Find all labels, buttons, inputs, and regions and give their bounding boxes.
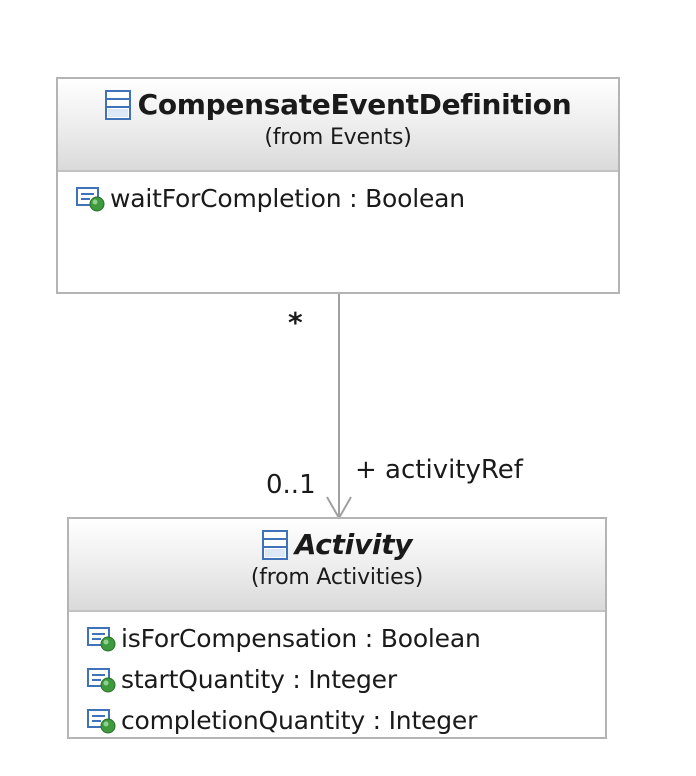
attribute-icon	[87, 707, 117, 735]
attribute-icon	[87, 625, 117, 653]
class-header: Activity (from Activities)	[69, 519, 605, 612]
target-multiplicity: 0..1	[266, 470, 316, 500]
attribute-row[interactable]: waitForCompletion : Boolean	[76, 178, 618, 219]
attribute-icon	[76, 185, 106, 213]
class-stereotype: (from Events)	[264, 125, 412, 150]
attribute-row[interactable]: isForCompensation : Boolean	[87, 618, 605, 659]
class-stereotype: (from Activities)	[250, 565, 424, 590]
class-activity[interactable]: Activity (from Activities) isForCompensa…	[67, 517, 607, 739]
attribute-compartment: waitForCompletion : Boolean	[58, 172, 618, 219]
class-name: Activity	[294, 528, 413, 561]
class-icon	[104, 89, 131, 120]
source-multiplicity: *	[288, 306, 303, 339]
class-icon	[261, 529, 288, 560]
attribute-label: completionQuantity : Integer	[121, 706, 478, 735]
class-compensate-event-definition[interactable]: CompensateEventDefinition (from Events) …	[56, 77, 620, 294]
class-header: CompensateEventDefinition (from Events)	[58, 79, 618, 172]
attribute-row[interactable]: completionQuantity : Integer	[87, 700, 605, 741]
target-role-label: + activityRef	[355, 455, 523, 485]
attribute-label: startQuantity : Integer	[121, 665, 397, 694]
attribute-compartment: isForCompensation : Boolean startQuantit…	[69, 612, 605, 741]
class-name: CompensateEventDefinition	[137, 88, 572, 121]
attribute-icon	[87, 666, 117, 694]
attribute-label: waitForCompletion : Boolean	[110, 184, 465, 213]
attribute-row[interactable]: startQuantity : Integer	[87, 659, 605, 700]
attribute-label: isForCompensation : Boolean	[121, 624, 481, 653]
